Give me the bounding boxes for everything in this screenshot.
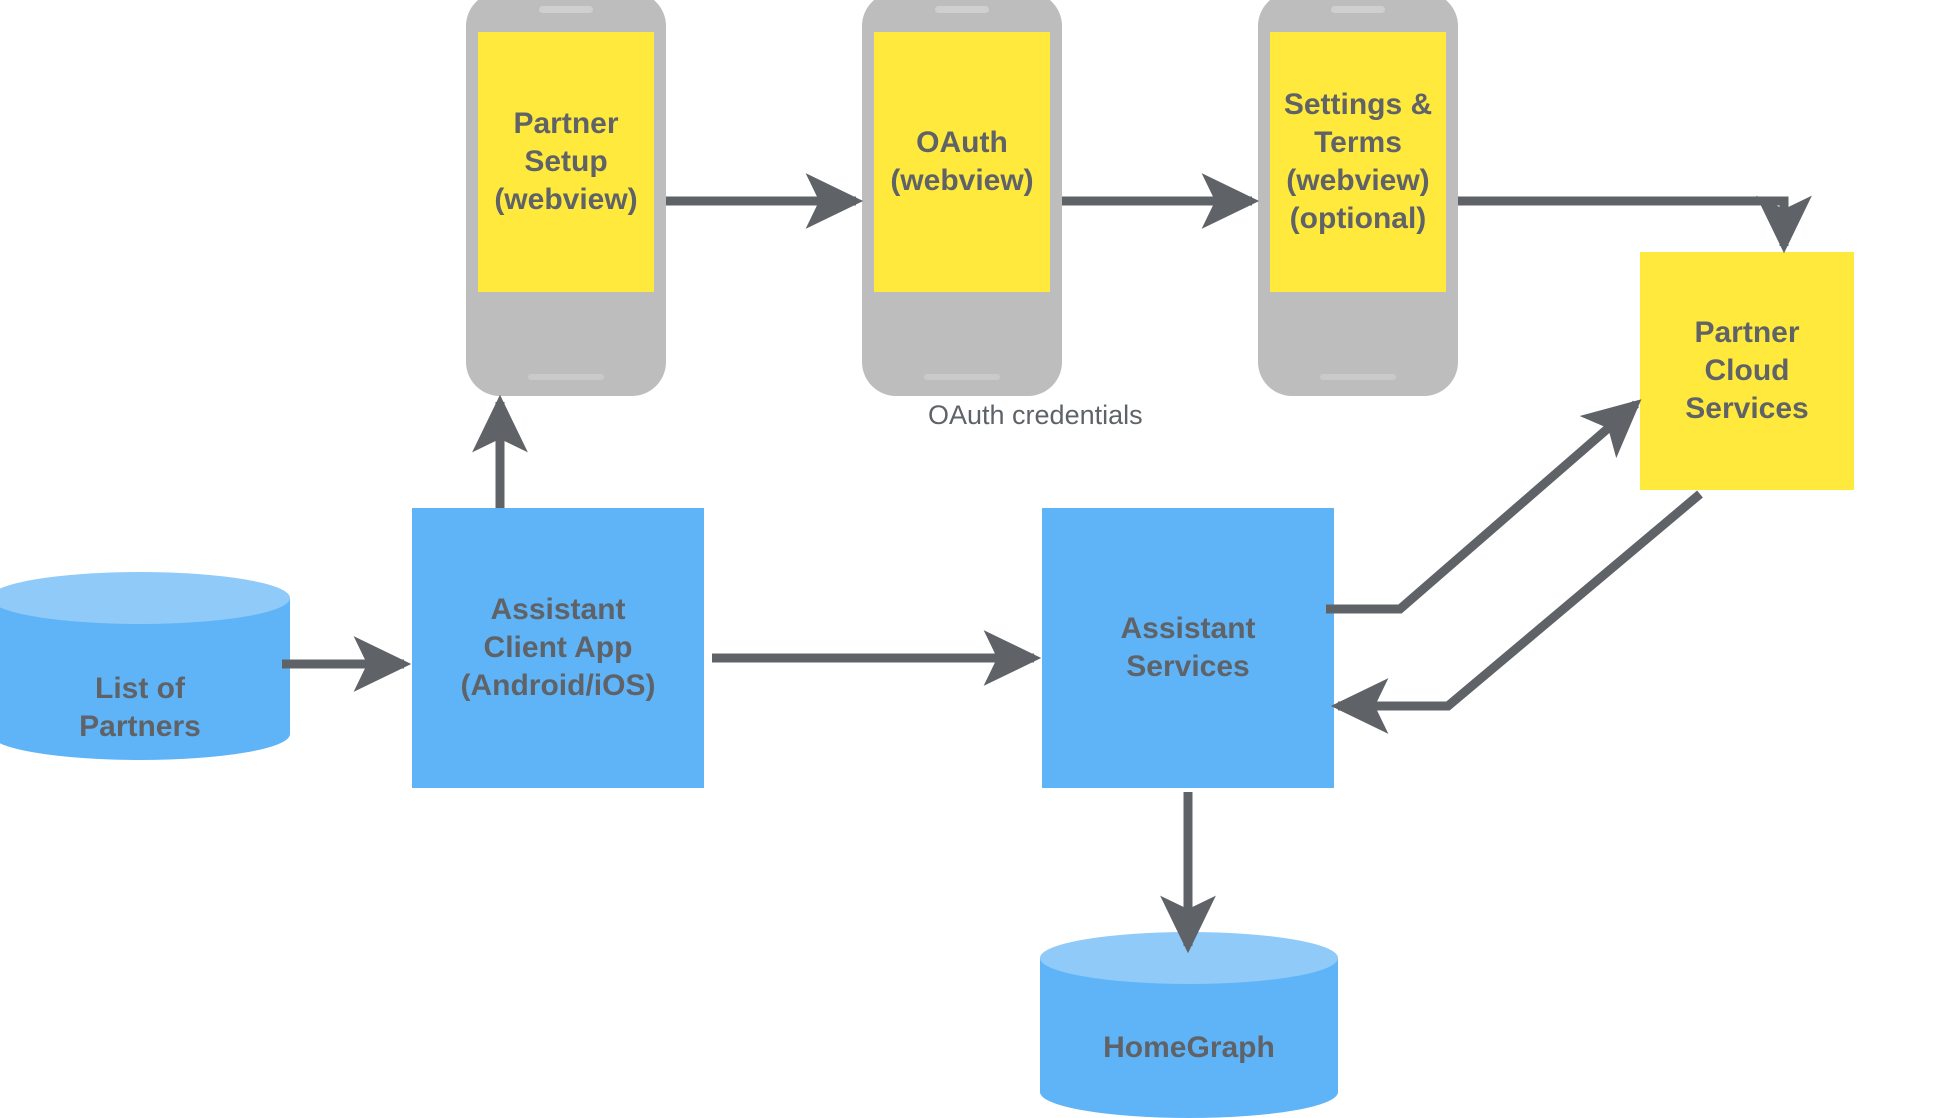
arrow-assistant-services-to-partner-cloud [1326,399,1642,614]
node-partner-setup[interactable]: Partner Setup (webview) [478,32,654,292]
device-home-indicator [924,374,1000,380]
node-homegraph-label: HomeGraph [1040,1029,1338,1067]
device-home-indicator [528,374,604,380]
node-assistant-client-app-line-2: Client App [483,631,633,665]
node-homegraph-text: HomeGraph [1103,1030,1275,1064]
node-settings-terms-line-1: Settings & [1283,88,1433,122]
node-assistant-client-app-line-1: Assistant [490,593,626,627]
node-partner-cloud-line-3: Services [1685,391,1809,425]
cylinder-top [1040,932,1338,984]
node-assistant-services-line-2: Services [1126,650,1250,683]
edge-label-oauth-credentials: OAuth credentials [928,400,1143,430]
node-assistant-services-line-1: Assistant [1120,612,1256,646]
node-partner-setup-line-2: Setup [524,145,608,179]
cylinder-top [0,572,290,624]
device-home-indicator [1320,374,1396,380]
node-assistant-client-app[interactable]: Assistant Client App (Android/iOS) [412,508,704,788]
node-partner-cloud-services[interactable]: Partner Cloud Services [1640,252,1854,490]
node-list-of-partners[interactable]: List of Partners [0,572,290,760]
node-list-of-partners-line-2: Partners [79,709,201,743]
node-settings-terms[interactable]: Settings & Terms (webview) (optional) [1270,32,1446,292]
device-notch [1331,6,1385,13]
arrow-partner-cloud-to-assistant-services [1330,490,1703,734]
arrow-settings-terms-to-partner-cloud [1458,195,1812,254]
node-oauth-line-2: (webview) [890,164,1034,197]
node-oauth-line-1: OAuth [916,126,1008,160]
node-homegraph[interactable]: HomeGraph [1040,932,1338,1118]
node-partner-cloud-line-2: Cloud [1704,354,1790,388]
node-partner-setup-line-1: Partner [513,107,619,141]
device-notch [935,6,989,13]
node-partner-cloud-line-1: Partner [1694,316,1800,350]
node-settings-terms-line-3: (webview) [1286,164,1430,197]
device-notch [539,6,593,13]
node-oauth[interactable]: OAuth (webview) [874,32,1050,292]
node-list-of-partners-label: List of Partners [0,670,290,746]
node-assistant-services[interactable]: Assistant Services [1042,508,1334,788]
node-partner-setup-line-3: (webview) [494,182,638,216]
node-assistant-client-app-line-3: (Android/iOS) [460,668,656,702]
node-list-of-partners-line-1: List of [95,671,185,705]
node-settings-terms-line-4: (optional) [1289,201,1427,235]
node-settings-terms-line-2: Terms [1314,126,1402,160]
